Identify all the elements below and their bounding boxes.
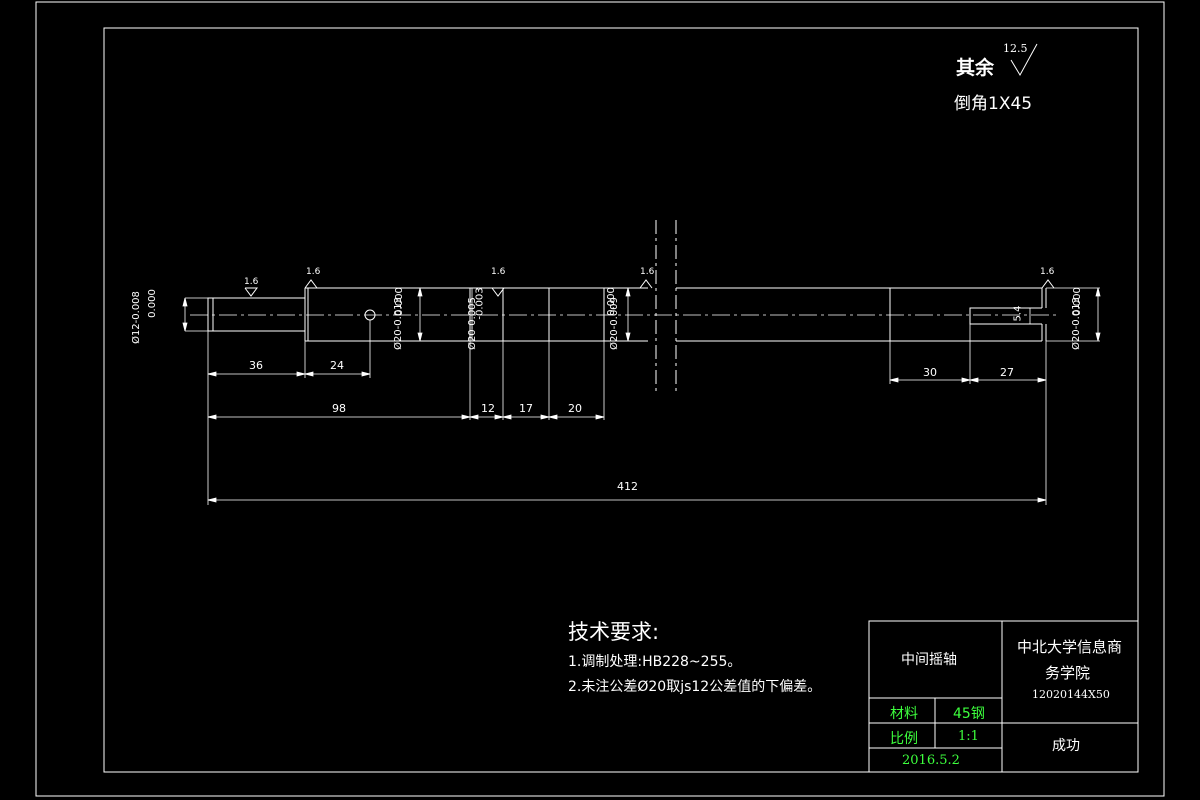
dimension-value: 17 <box>519 402 533 415</box>
roughness-value: 1.6 <box>244 277 259 287</box>
scale-value: 1:1 <box>958 729 979 744</box>
break-lines <box>655 220 677 392</box>
dimension-value: 27 <box>1000 366 1014 379</box>
extension-lines <box>207 320 1047 505</box>
outer-border <box>35 1 1165 797</box>
dimension-value: 98 <box>332 402 346 415</box>
diameter-tolerance: 0.000 <box>146 289 158 318</box>
student-id: 12020144X50 <box>1032 688 1110 701</box>
rest-finish-value: 12.5 <box>1003 42 1028 55</box>
title-block-frame <box>868 620 1139 773</box>
tech-requirement-line: 1.调制处理:HB228~255。 <box>568 654 742 670</box>
part-name: 中间摇轴 <box>901 652 957 668</box>
rest-finish-label: 其余 <box>956 57 995 79</box>
chamfer-note: 倒角1X45 <box>954 94 1033 114</box>
dimension-value: 36 <box>249 359 263 372</box>
material-label: 材料 <box>890 706 918 722</box>
inner-border <box>103 27 1139 773</box>
roughness-value: 1.6 <box>306 267 321 277</box>
scale-label: 比例 <box>890 731 918 747</box>
dimension-value: 12 <box>481 402 495 415</box>
roughness-value: 1.6 <box>640 267 655 277</box>
drawing-date: 2016.5.2 <box>902 753 960 768</box>
dimension-value: 30 <box>923 366 937 379</box>
keyway-depth-label: 5.4 <box>1012 305 1024 322</box>
diameter-tolerance: 0.000 <box>605 287 617 316</box>
dimension-lines <box>182 287 1101 503</box>
roughness-symbol-rest <box>1010 43 1038 77</box>
material-value: 45钢 <box>953 706 985 722</box>
diameter-tolerance: 0.000 <box>1071 287 1083 316</box>
roughness-value: 1.6 <box>491 267 506 277</box>
author-name: 成功 <box>1052 738 1080 754</box>
roughness-symbols-shaft <box>244 279 1055 297</box>
diameter-label: Ø12-0.008 <box>130 291 142 344</box>
tech-requirements-title: 技术要求: <box>568 620 660 644</box>
diameter-tolerance: -0.003 <box>474 287 486 320</box>
diameter-tolerance: 0.000 <box>393 287 405 316</box>
school-name-line1: 中北大学信息商 <box>1017 638 1123 656</box>
school-name-line2: 务学院 <box>1045 664 1091 682</box>
dimension-value: 20 <box>568 402 582 415</box>
dimension-value: 24 <box>330 359 344 372</box>
dimension-value: 412 <box>617 480 638 493</box>
tech-requirement-line: 2.未注公差Ø20取js12公差值的下偏差。 <box>568 679 822 695</box>
roughness-value: 1.6 <box>1040 267 1055 277</box>
